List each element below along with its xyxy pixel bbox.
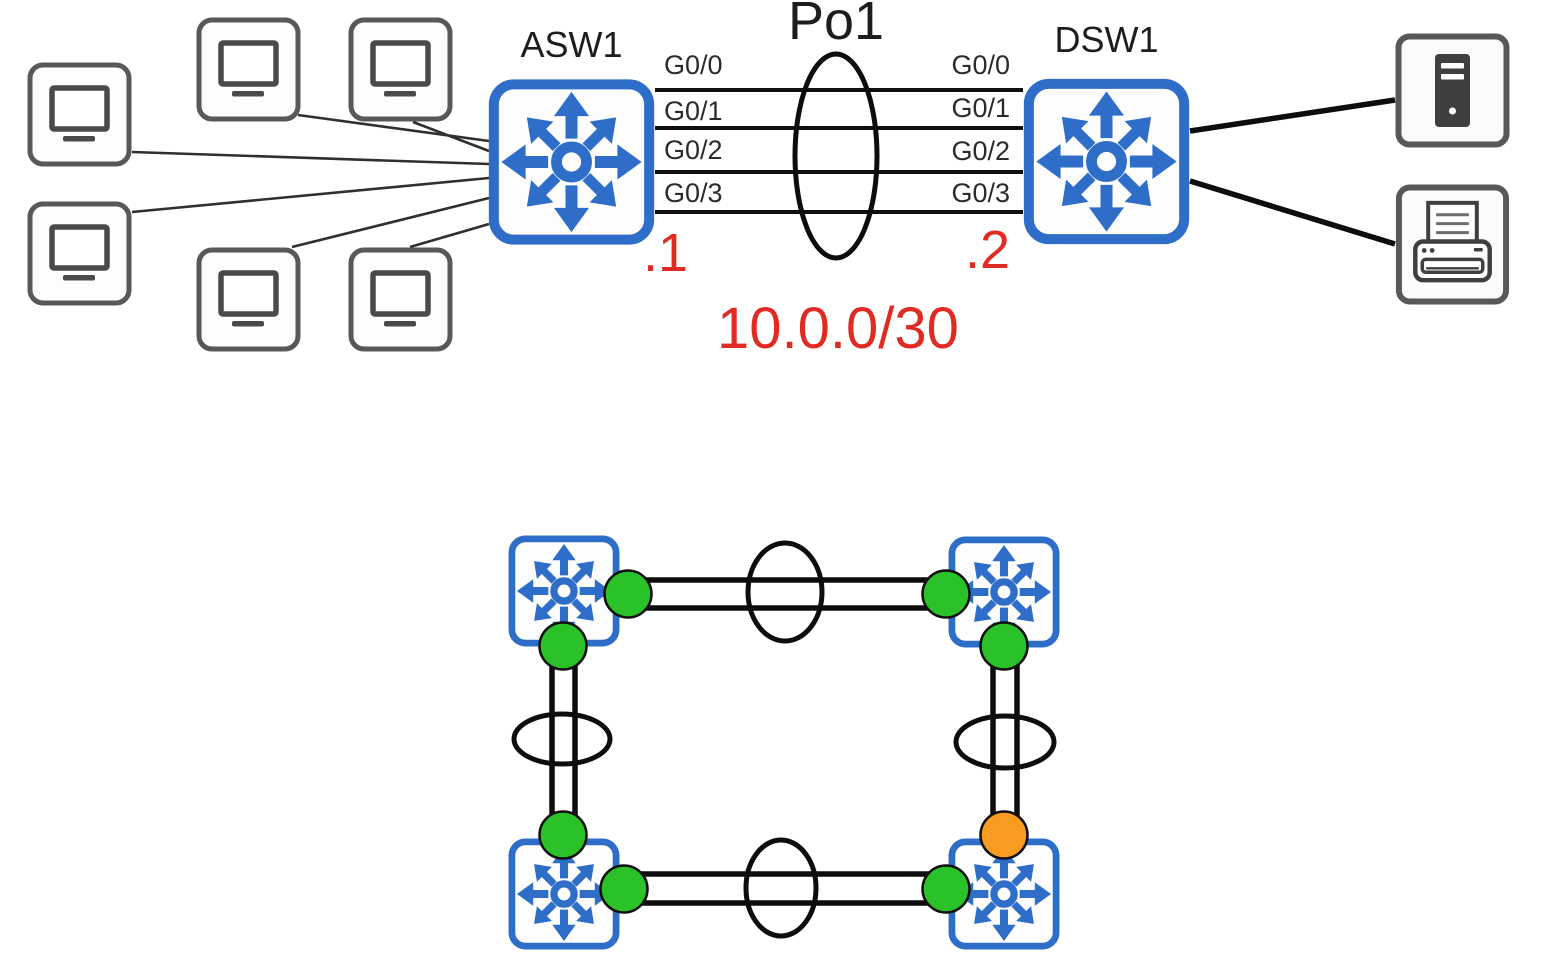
bundle-top-ellipse xyxy=(745,540,825,644)
server-link-line xyxy=(1189,97,1396,134)
dsw1-uplinks xyxy=(1189,97,1396,247)
asw1-port-label-g0-2: G0/2 xyxy=(664,135,723,165)
pc-icon xyxy=(30,204,129,303)
pc2-link-line xyxy=(297,113,490,143)
asw1-port-label-g0-0: G0/0 xyxy=(664,50,723,80)
asw1-port-label-g0-1: G0/1 xyxy=(664,96,723,126)
pc-icon xyxy=(199,250,298,349)
pc1-link-line xyxy=(131,150,490,166)
port-dot-green xyxy=(538,621,588,671)
port-channel-ellipse xyxy=(792,51,880,261)
dsw1-switch-icon xyxy=(1029,84,1184,239)
port-dot-orange xyxy=(979,810,1029,860)
bundle-left-ellipse xyxy=(511,711,613,767)
port-dot-green xyxy=(599,864,649,914)
subnet-label: 10.0.0/30 xyxy=(717,296,959,361)
pc6-link-line xyxy=(409,222,490,249)
dsw1-label: DSW1 xyxy=(1054,19,1159,60)
server-icon xyxy=(1399,37,1507,145)
pc-access-links xyxy=(131,113,490,249)
pc-icon xyxy=(30,65,129,164)
pc4-link-line xyxy=(131,176,490,214)
pc-icon xyxy=(199,20,298,119)
pc3-link-line xyxy=(412,120,490,153)
port-dot-green xyxy=(979,621,1029,671)
etherchannel-member-links xyxy=(655,88,1023,214)
bundle-top xyxy=(628,577,946,611)
asw1-switch-icon xyxy=(494,84,649,239)
etherchannel-square-topology xyxy=(512,539,1056,946)
port-channel-label: Po1 xyxy=(787,0,885,51)
bundle-right-ellipse xyxy=(953,713,1057,771)
port-dot-green xyxy=(921,569,971,619)
bundle-bottom xyxy=(624,871,947,906)
bundle-right xyxy=(990,644,1020,836)
access-layer-diagram xyxy=(30,20,1507,349)
bundle-bottom-ellipse xyxy=(743,837,819,939)
pc-icon xyxy=(351,250,450,349)
asw1-label: ASW1 xyxy=(520,24,623,65)
asw1-port-label-g0-3: G0/3 xyxy=(664,178,723,208)
dsw1-port-label-g0-0: G0/0 xyxy=(951,50,1010,80)
asw1-ip-suffix-label: .1 xyxy=(643,223,689,283)
printer-link-line xyxy=(1189,178,1396,247)
dsw1-port-label-g0-3: G0/3 xyxy=(951,178,1010,208)
pc-icon xyxy=(351,20,450,119)
port-dot-green xyxy=(921,864,971,914)
port-status-dots xyxy=(538,569,1029,914)
port-dot-green xyxy=(538,810,588,860)
dsw1-ip-suffix-label: .2 xyxy=(965,220,1011,280)
dsw1-port-label-g0-1: G0/1 xyxy=(951,93,1010,123)
printer-icon xyxy=(1399,187,1506,301)
bundle-left xyxy=(549,645,578,836)
pc5-link-line xyxy=(291,196,490,249)
dsw1-port-label-g0-2: G0/2 xyxy=(951,136,1010,166)
port-dot-green xyxy=(603,569,653,619)
